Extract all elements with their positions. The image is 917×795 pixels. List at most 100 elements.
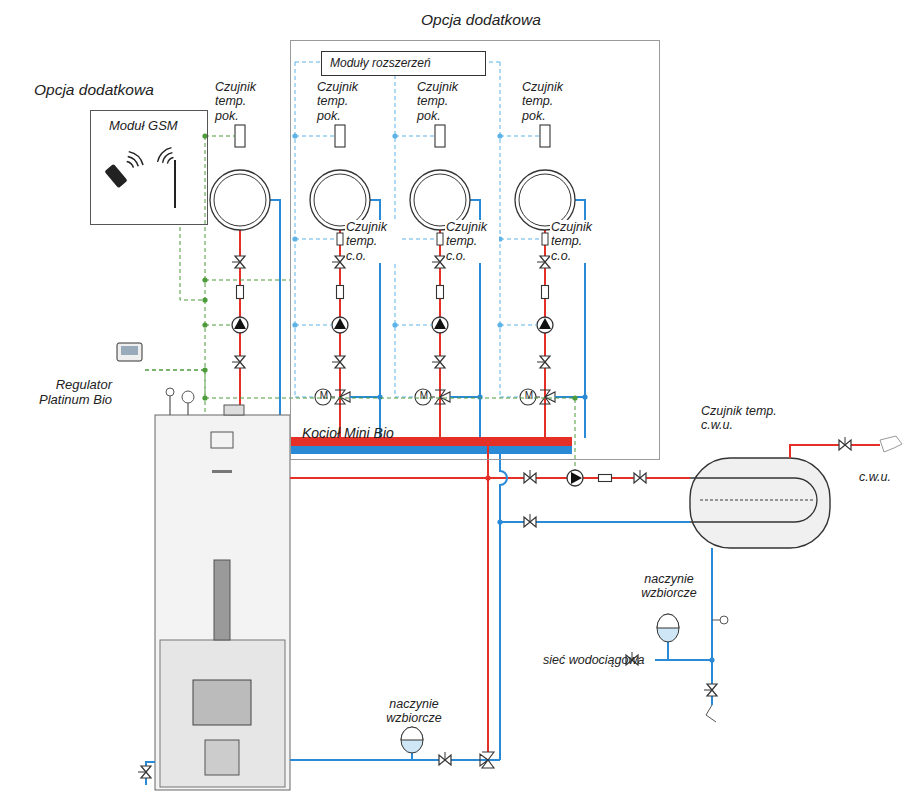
boiler-door <box>160 640 285 787</box>
three-way-valve <box>480 752 494 768</box>
coil <box>690 477 795 478</box>
pipe <box>655 659 712 661</box>
pump-symbol <box>432 317 448 333</box>
junction-dot <box>202 277 207 282</box>
control-wire <box>395 136 435 137</box>
control-wire <box>295 239 337 240</box>
signal-wave <box>127 161 135 168</box>
valve-stem <box>432 262 440 263</box>
flow-sensor <box>337 233 343 245</box>
pump-symbol <box>332 317 348 333</box>
pipe <box>487 446 489 752</box>
valve-stem <box>138 772 146 773</box>
control-wire <box>500 325 537 326</box>
control-wire <box>500 136 540 137</box>
junction-dot <box>497 133 502 138</box>
control-wire <box>295 397 315 398</box>
part-label: Czujnik temp. pok. <box>521 80 575 123</box>
mixing-valve <box>335 390 350 404</box>
phone-icon <box>104 164 127 189</box>
tap-icon <box>880 436 902 452</box>
valve-motor <box>520 389 536 405</box>
safety-valve <box>166 388 174 396</box>
pipe <box>290 759 500 761</box>
part-label: sieć wodociągowa <box>542 653 645 667</box>
control-wire <box>205 325 232 326</box>
water-tank <box>690 458 830 548</box>
valve-stem <box>232 262 240 263</box>
junction-dot <box>497 322 502 327</box>
top-flange <box>224 405 244 415</box>
part-label: naczynie wzbiorcze <box>365 697 463 726</box>
part-label: naczynie wzbiorcze <box>620 572 718 601</box>
control-wire <box>485 62 500 63</box>
control-wire <box>395 239 437 240</box>
part-label: Czujnik temp. c.o. <box>445 220 499 263</box>
part-label: Czujnik temp. pok. <box>214 80 268 123</box>
control-wire <box>295 136 335 137</box>
junction-dot <box>292 236 297 241</box>
valve-stem <box>530 514 531 522</box>
signal-wave <box>129 151 144 165</box>
radiator-symbol <box>519 174 571 226</box>
pump-symbol <box>232 317 248 333</box>
valve-stem <box>537 362 545 363</box>
boiler-strip <box>212 470 232 473</box>
part-label: Czujnik temp. c.o. <box>345 220 399 263</box>
pipe <box>790 445 880 458</box>
feeder <box>214 560 230 640</box>
mixing-valve <box>540 390 555 404</box>
room-sensor <box>335 125 345 147</box>
boiler-body <box>155 415 290 790</box>
control-wire <box>205 280 290 281</box>
expansion-vessel <box>657 614 679 628</box>
gauge-stem <box>187 403 188 415</box>
burner <box>193 680 251 725</box>
node-label: Opcja dodatkowa <box>421 11 541 29</box>
pipe <box>500 454 507 760</box>
signal-wave <box>162 152 173 163</box>
valve-motor <box>315 389 331 405</box>
room-sensor <box>435 125 445 147</box>
valve-stem <box>332 262 340 263</box>
heading: Opcja dodatkowa <box>34 81 154 99</box>
radiator-symbol <box>210 170 270 230</box>
junction-dot <box>572 395 577 400</box>
junction-dot <box>202 133 207 138</box>
radiator-symbol <box>314 174 366 226</box>
module-box: Moduły rozszerzeń <box>321 51 486 76</box>
controller-icon <box>117 343 142 361</box>
valve-stem <box>640 470 641 478</box>
ash-box <box>205 740 239 775</box>
node-label: Kocioł Mini Bio <box>302 425 394 441</box>
valve-stem <box>845 437 846 445</box>
motor-shaft <box>536 397 540 398</box>
valve-stem <box>530 470 531 478</box>
control-cable <box>145 225 205 370</box>
control-wire <box>295 62 296 397</box>
tank-sensor <box>700 499 815 501</box>
drain-hose <box>706 705 716 722</box>
valve-motor <box>415 389 431 405</box>
flow-sensor <box>542 233 548 245</box>
junction-dot <box>377 394 382 399</box>
gsm-module-box: Opcja dodatkowaModuł GSM <box>90 110 208 225</box>
part-label: c.w.u. <box>858 470 892 484</box>
control-wire <box>500 397 520 398</box>
control-wire <box>395 397 415 398</box>
control-wire <box>295 62 320 63</box>
node-label: Moduły rozszerzeń <box>330 57 431 71</box>
valve-stem <box>332 362 340 363</box>
safety-valve <box>712 620 720 621</box>
filter-symbol <box>599 475 612 482</box>
junction-dot <box>497 519 502 524</box>
junction-dot <box>477 394 482 399</box>
pump-impeller <box>571 472 582 484</box>
junction-dot <box>392 322 397 327</box>
coil <box>690 521 795 522</box>
junction-dot <box>292 322 297 327</box>
radiator-symbol <box>214 174 266 226</box>
control-wire <box>500 239 542 240</box>
expansion-vessel <box>401 727 423 740</box>
gauge <box>182 391 194 403</box>
